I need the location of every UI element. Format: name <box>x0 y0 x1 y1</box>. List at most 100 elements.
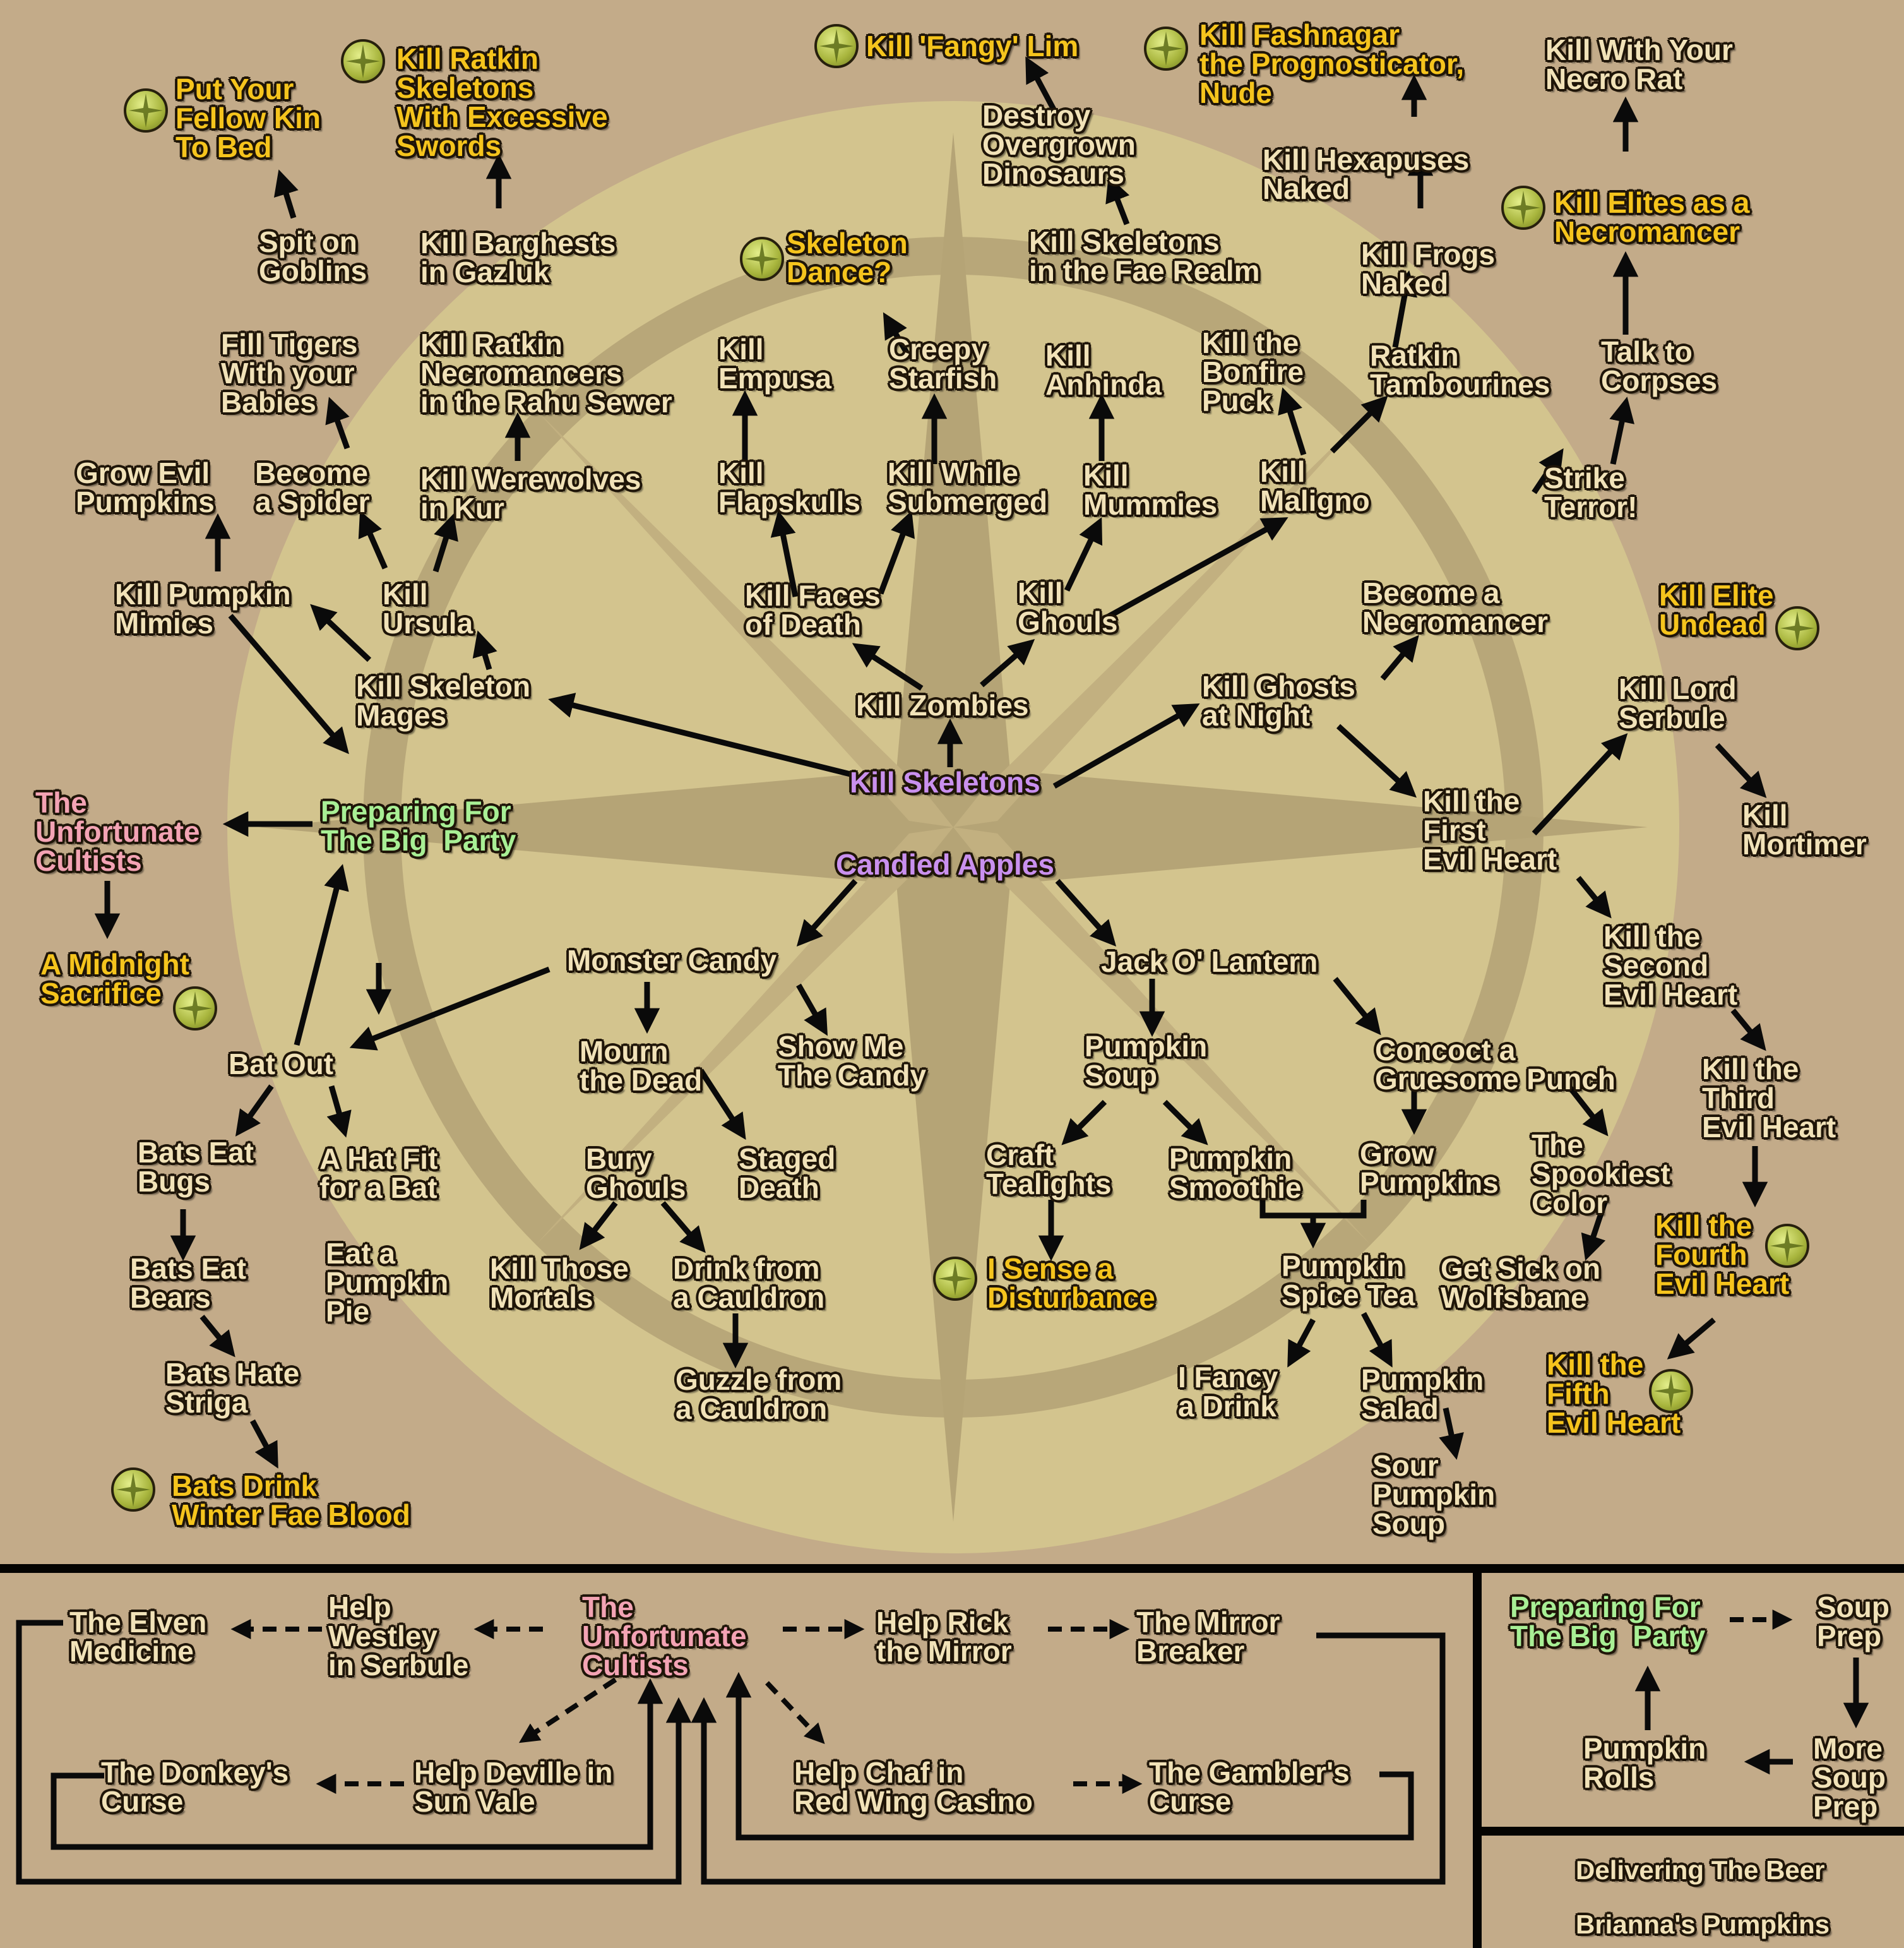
quest-node[interactable]: Kill Frogs Naked <box>1361 238 1496 300</box>
chain-node[interactable]: The Donkey's Curse <box>101 1756 289 1818</box>
quest-node[interactable]: Fill Tigers With your Babies <box>221 328 358 419</box>
quest-node[interactable]: Kill Werewolves in Kur <box>420 463 641 525</box>
quest-node[interactable]: Kill Skeletons in the Fae Realm <box>1029 225 1260 287</box>
chain-node[interactable]: Help Deville in Sun Vale <box>414 1756 613 1818</box>
quest-node[interactable]: Skeleton Dance? <box>787 227 908 289</box>
quest-node[interactable]: Kill While Submerged <box>888 457 1048 518</box>
chain-node[interactable]: The Elven Medicine <box>69 1606 207 1668</box>
quest-node[interactable]: Kill the Third Evil Heart <box>1702 1053 1836 1144</box>
quest-node[interactable]: The Spookiest Color <box>1532 1128 1670 1219</box>
quest-node[interactable]: Kill Zombies <box>856 689 1029 722</box>
compass-coin-icon <box>1765 1224 1809 1268</box>
quest-node[interactable]: Kill Ratkin Skeletons With Excessive Swo… <box>396 42 608 162</box>
quest-node[interactable]: A Midnight Sacrifice <box>40 948 189 1010</box>
quest-node[interactable]: Kill Ratkin Necromancers in the Rahu Sew… <box>420 328 672 419</box>
chain-node[interactable]: Brianna's Pumpkins <box>1576 1909 1830 1939</box>
quest-node[interactable]: Kill the Fifth Evil Heart <box>1547 1348 1681 1439</box>
chain-node[interactable]: Preparing For The Big Party <box>321 795 516 857</box>
chain-node[interactable]: The Unfortunate Cultists <box>582 1591 747 1682</box>
chain-node[interactable]: The Gambler's Curse <box>1149 1756 1350 1818</box>
quest-node[interactable]: I Fancy a Drink <box>1178 1361 1278 1423</box>
quest-node-root[interactable]: Kill Skeletons <box>850 766 1040 799</box>
quest-node[interactable]: Jack O' Lantern <box>1101 945 1318 978</box>
quest-node[interactable]: Spit on Goblins <box>259 225 367 287</box>
quest-node[interactable]: Kill Empusa <box>718 333 831 395</box>
quest-node[interactable]: Destroy Overgrown Dinosaurs <box>982 99 1136 190</box>
quest-node[interactable]: Pumpkin Spice Tea <box>1282 1250 1415 1312</box>
quest-node[interactable]: Kill the Fourth Evil Heart <box>1655 1209 1790 1300</box>
compass-coin-icon <box>124 88 168 133</box>
quest-node[interactable]: Kill Mortimer <box>1742 799 1867 861</box>
quest-node[interactable]: Bats Drink Winter Fae Blood <box>172 1469 410 1531</box>
compass-coin-icon <box>814 24 859 68</box>
quest-node[interactable]: Become a Necromancer <box>1362 577 1549 638</box>
quest-node[interactable]: Kill the Second Evil Heart <box>1604 920 1738 1011</box>
compass-coin-icon <box>1775 606 1819 650</box>
quest-node[interactable]: Bats Eat Bears <box>130 1252 247 1314</box>
quest-node[interactable]: Ratkin Tambourines <box>1370 339 1550 401</box>
chain-node[interactable]: Help Westley in Serbule <box>328 1591 469 1682</box>
chain-node[interactable]: The Mirror Breaker <box>1136 1606 1280 1668</box>
quest-node[interactable]: Kill Flapskulls <box>718 457 860 518</box>
quest-node[interactable]: Kill the Bonfire Puck <box>1202 326 1304 417</box>
chain-node[interactable]: More Soup Prep <box>1813 1732 1886 1823</box>
compass-coin-icon <box>1501 186 1545 230</box>
quest-node[interactable]: Kill Barghests in Gazluk <box>420 227 616 289</box>
quest-node[interactable]: Drink from a Cauldron <box>673 1252 825 1314</box>
quest-node[interactable]: Kill Maligno <box>1260 455 1370 517</box>
compass-coin-icon <box>1649 1369 1693 1413</box>
quest-node[interactable]: Guzzle from a Cauldron <box>675 1363 842 1425</box>
quest-node[interactable]: Talk to Corpses <box>1601 335 1718 397</box>
quest-node[interactable]: Kill Lord Serbule <box>1619 672 1737 734</box>
chain-node[interactable]: Soup Prep <box>1817 1591 1889 1652</box>
quest-node[interactable]: Kill With Your Necro Rat <box>1545 33 1733 95</box>
quest-node[interactable]: Kill Ghouls <box>1018 577 1118 638</box>
chain-node[interactable]: Help Rick the Mirror <box>876 1606 1012 1668</box>
quest-node[interactable]: Kill Fashnagar the Prognosticator, Nude <box>1199 18 1465 109</box>
quest-node[interactable]: Kill Elite Undead <box>1659 579 1774 641</box>
quest-node[interactable]: Monster Candy <box>567 944 777 977</box>
quest-node[interactable]: Bats Hate Striga <box>165 1357 300 1419</box>
chain-node[interactable]: Pumpkin Rolls <box>1583 1732 1706 1794</box>
quest-node[interactable]: Kill Ghosts at Night <box>1202 670 1355 732</box>
quest-node[interactable]: I Sense a Disturbance <box>987 1252 1155 1314</box>
quest-node[interactable]: Pumpkin Salad <box>1361 1363 1484 1425</box>
quest-node[interactable]: Kill Mummies <box>1083 459 1218 521</box>
quest-node[interactable]: Craft Tealights <box>986 1138 1112 1200</box>
quest-node[interactable]: A Hat Fit for a Bat <box>319 1142 438 1204</box>
quest-node[interactable]: Strike Terror! <box>1544 462 1638 523</box>
quest-node[interactable]: Put Your Fellow Kin To Bed <box>176 73 321 164</box>
quest-node[interactable]: Kill Elites as a Necromancer <box>1554 186 1750 248</box>
quest-node[interactable]: Kill Pumpkin Mimics <box>115 578 291 640</box>
quest-node[interactable]: Kill Anhinda <box>1045 339 1162 401</box>
quest-node[interactable]: Bat Out <box>229 1048 334 1080</box>
chain-node[interactable]: Delivering The Beer <box>1576 1855 1825 1885</box>
quest-node[interactable]: Staged Death <box>739 1142 836 1204</box>
quest-node[interactable]: Kill 'Fangy' Lim <box>866 30 1079 63</box>
quest-node-root[interactable]: Candied Apples <box>836 848 1054 881</box>
quest-node[interactable]: Concoct a Gruesome Punch <box>1375 1034 1615 1096</box>
quest-node[interactable]: Bury Ghouls <box>586 1142 686 1204</box>
quest-node[interactable]: Creepy Starfish <box>889 333 997 395</box>
chain-node[interactable]: Help Chaf in Red Wing Casino <box>794 1756 1033 1818</box>
quest-node[interactable]: Mourn the Dead <box>580 1035 703 1097</box>
quest-node[interactable]: Become a Spider <box>255 457 370 518</box>
quest-node[interactable]: Kill Hexapuses Naked <box>1263 143 1470 205</box>
compass-coin-icon <box>111 1467 155 1512</box>
quest-node[interactable]: Kill Skeleton Mages <box>356 670 531 732</box>
quest-node[interactable]: Eat a Pumpkin Pie <box>326 1237 449 1328</box>
quest-node[interactable]: Pumpkin Smoothie <box>1169 1142 1302 1204</box>
quest-node[interactable]: Kill Faces of Death <box>745 579 881 641</box>
quest-node[interactable]: Bats Eat Bugs <box>138 1136 254 1198</box>
quest-node[interactable]: Pumpkin Soup <box>1085 1030 1208 1092</box>
quest-node[interactable]: Show Me The Candy <box>778 1030 927 1092</box>
chain-node[interactable]: The Unfortunate Cultists <box>35 786 200 877</box>
quest-node[interactable]: Get Sick on Wolfsbane <box>1441 1252 1601 1314</box>
quest-node[interactable]: Grow Evil Pumpkins <box>76 457 215 518</box>
quest-node[interactable]: Kill Ursula <box>383 578 473 640</box>
quest-node[interactable]: Kill the First Evil Heart <box>1423 785 1557 876</box>
quest-node[interactable]: Grow Pumpkins <box>1360 1137 1499 1199</box>
chain-node[interactable]: Preparing For The Big Party <box>1510 1591 1706 1652</box>
quest-node[interactable]: Sour Pumpkin Soup <box>1372 1449 1496 1540</box>
quest-node[interactable]: Kill Those Mortals <box>490 1252 629 1314</box>
